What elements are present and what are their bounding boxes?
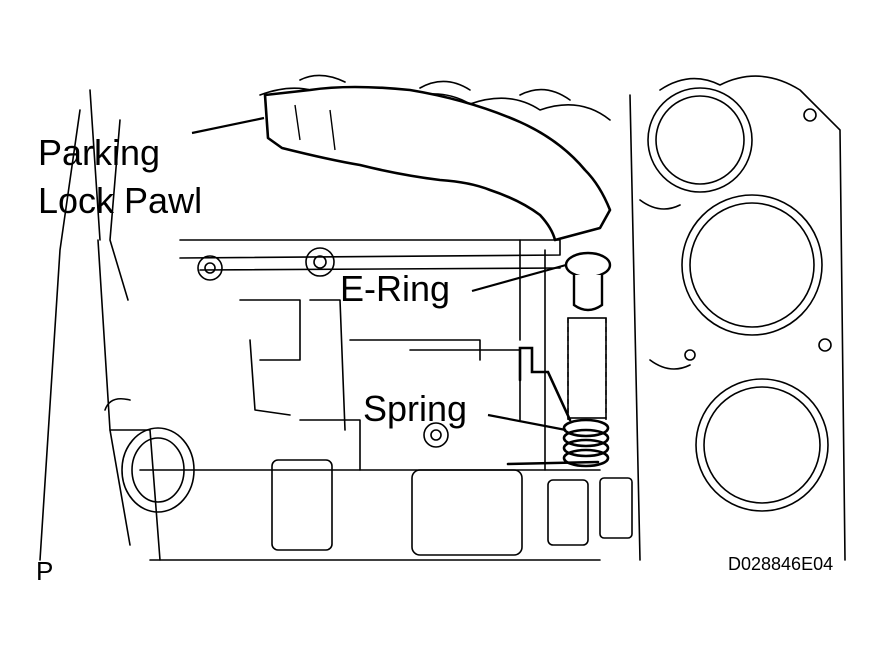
parking-lock-pawl: [263, 85, 612, 242]
leader-parking-lock-pawl: [191, 116, 265, 135]
label-parking: Parking: [38, 132, 161, 173]
leader-spring: [487, 413, 567, 432]
label-e-ring: E-Ring: [340, 268, 451, 309]
label-corner-letter: P: [36, 556, 54, 586]
leader-lines: [191, 116, 567, 432]
torsion-spring: [506, 346, 610, 468]
figure-code: D028846E04: [728, 554, 834, 574]
e-ring-pin: [564, 251, 612, 420]
leader-e-ring: [471, 263, 567, 293]
label-lock-pawl: Lock Pawl: [38, 180, 203, 221]
label-spring: Spring: [363, 388, 468, 429]
